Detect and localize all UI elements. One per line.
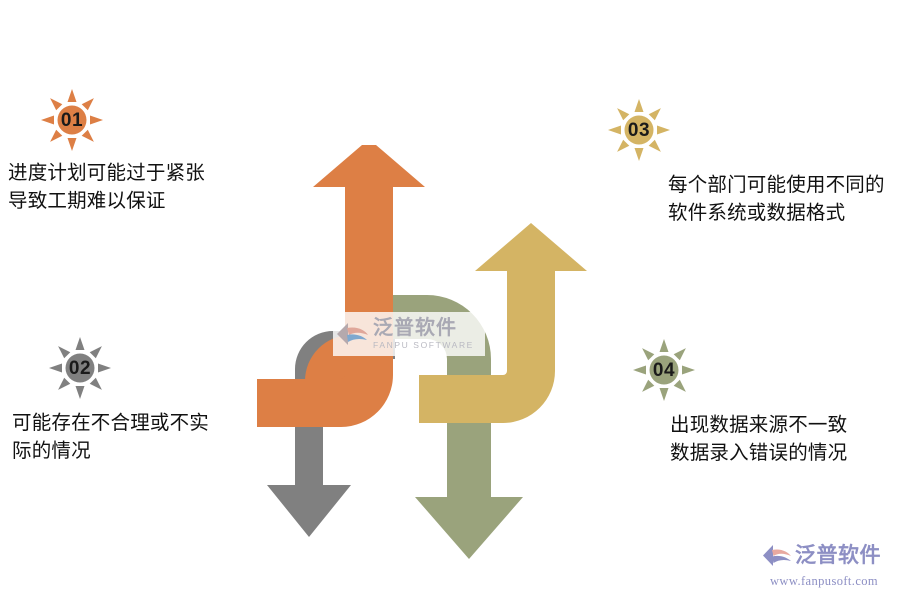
sun-badge-number-01: 01 xyxy=(60,109,84,131)
sun-badge-02: 02 xyxy=(48,336,112,400)
infographic-item-02: 02 可能存在不合理或不实 际的情况 xyxy=(12,336,209,465)
arrow-diagram-svg xyxy=(257,145,587,559)
sun-badge-number-02: 02 xyxy=(68,357,92,379)
arrow-diagram xyxy=(255,145,600,565)
arrow-sage-path xyxy=(345,295,523,559)
arrow-orange-main-path xyxy=(257,145,425,427)
sun-badge-icon xyxy=(41,89,103,151)
sun-badge-icon xyxy=(633,339,695,401)
infographic-item-03: 03 每个部门可能使用不同的 软件系统或数据格式 xyxy=(607,98,885,227)
item-description-04: 出现数据来源不一致 数据录入错误的情况 xyxy=(670,414,848,464)
item-description-01: 进度计划可能过于紧张 导致工期难以保证 xyxy=(8,162,206,212)
infographic-item-04: 04 出现数据来源不一致 数据录入错误的情况 xyxy=(632,338,847,467)
sun-badge-icon xyxy=(608,99,670,161)
sun-badge-number-04: 04 xyxy=(652,359,676,381)
arrow-gold-03 xyxy=(419,223,587,423)
item-description-02: 可能存在不合理或不实 际的情况 xyxy=(12,412,210,462)
brand-logo: 泛普软件 www.fanpusoft.com xyxy=(762,540,894,590)
item-description-03: 每个部门可能使用不同的 软件系统或数据格式 xyxy=(668,174,885,224)
arrow-orange-01-shape xyxy=(257,145,425,427)
arrow-gold-path xyxy=(419,223,587,423)
sun-badge-01: 01 xyxy=(40,88,104,152)
sun-badge-number-03: 03 xyxy=(627,119,651,141)
brand-logo-cn: 泛普软件 xyxy=(795,543,881,567)
sun-badge-04: 04 xyxy=(632,338,696,402)
sun-badge-03: 03 xyxy=(607,98,671,162)
sun-badge-icon xyxy=(49,337,111,399)
arrow-sage-04 xyxy=(345,295,523,559)
brand-logo-url: www.fanpusoft.com xyxy=(770,574,879,588)
fanpu-logo-icon xyxy=(763,544,791,566)
infographic-item-01: 01 进度计划可能过于紧张 导致工期难以保证 xyxy=(8,88,205,215)
